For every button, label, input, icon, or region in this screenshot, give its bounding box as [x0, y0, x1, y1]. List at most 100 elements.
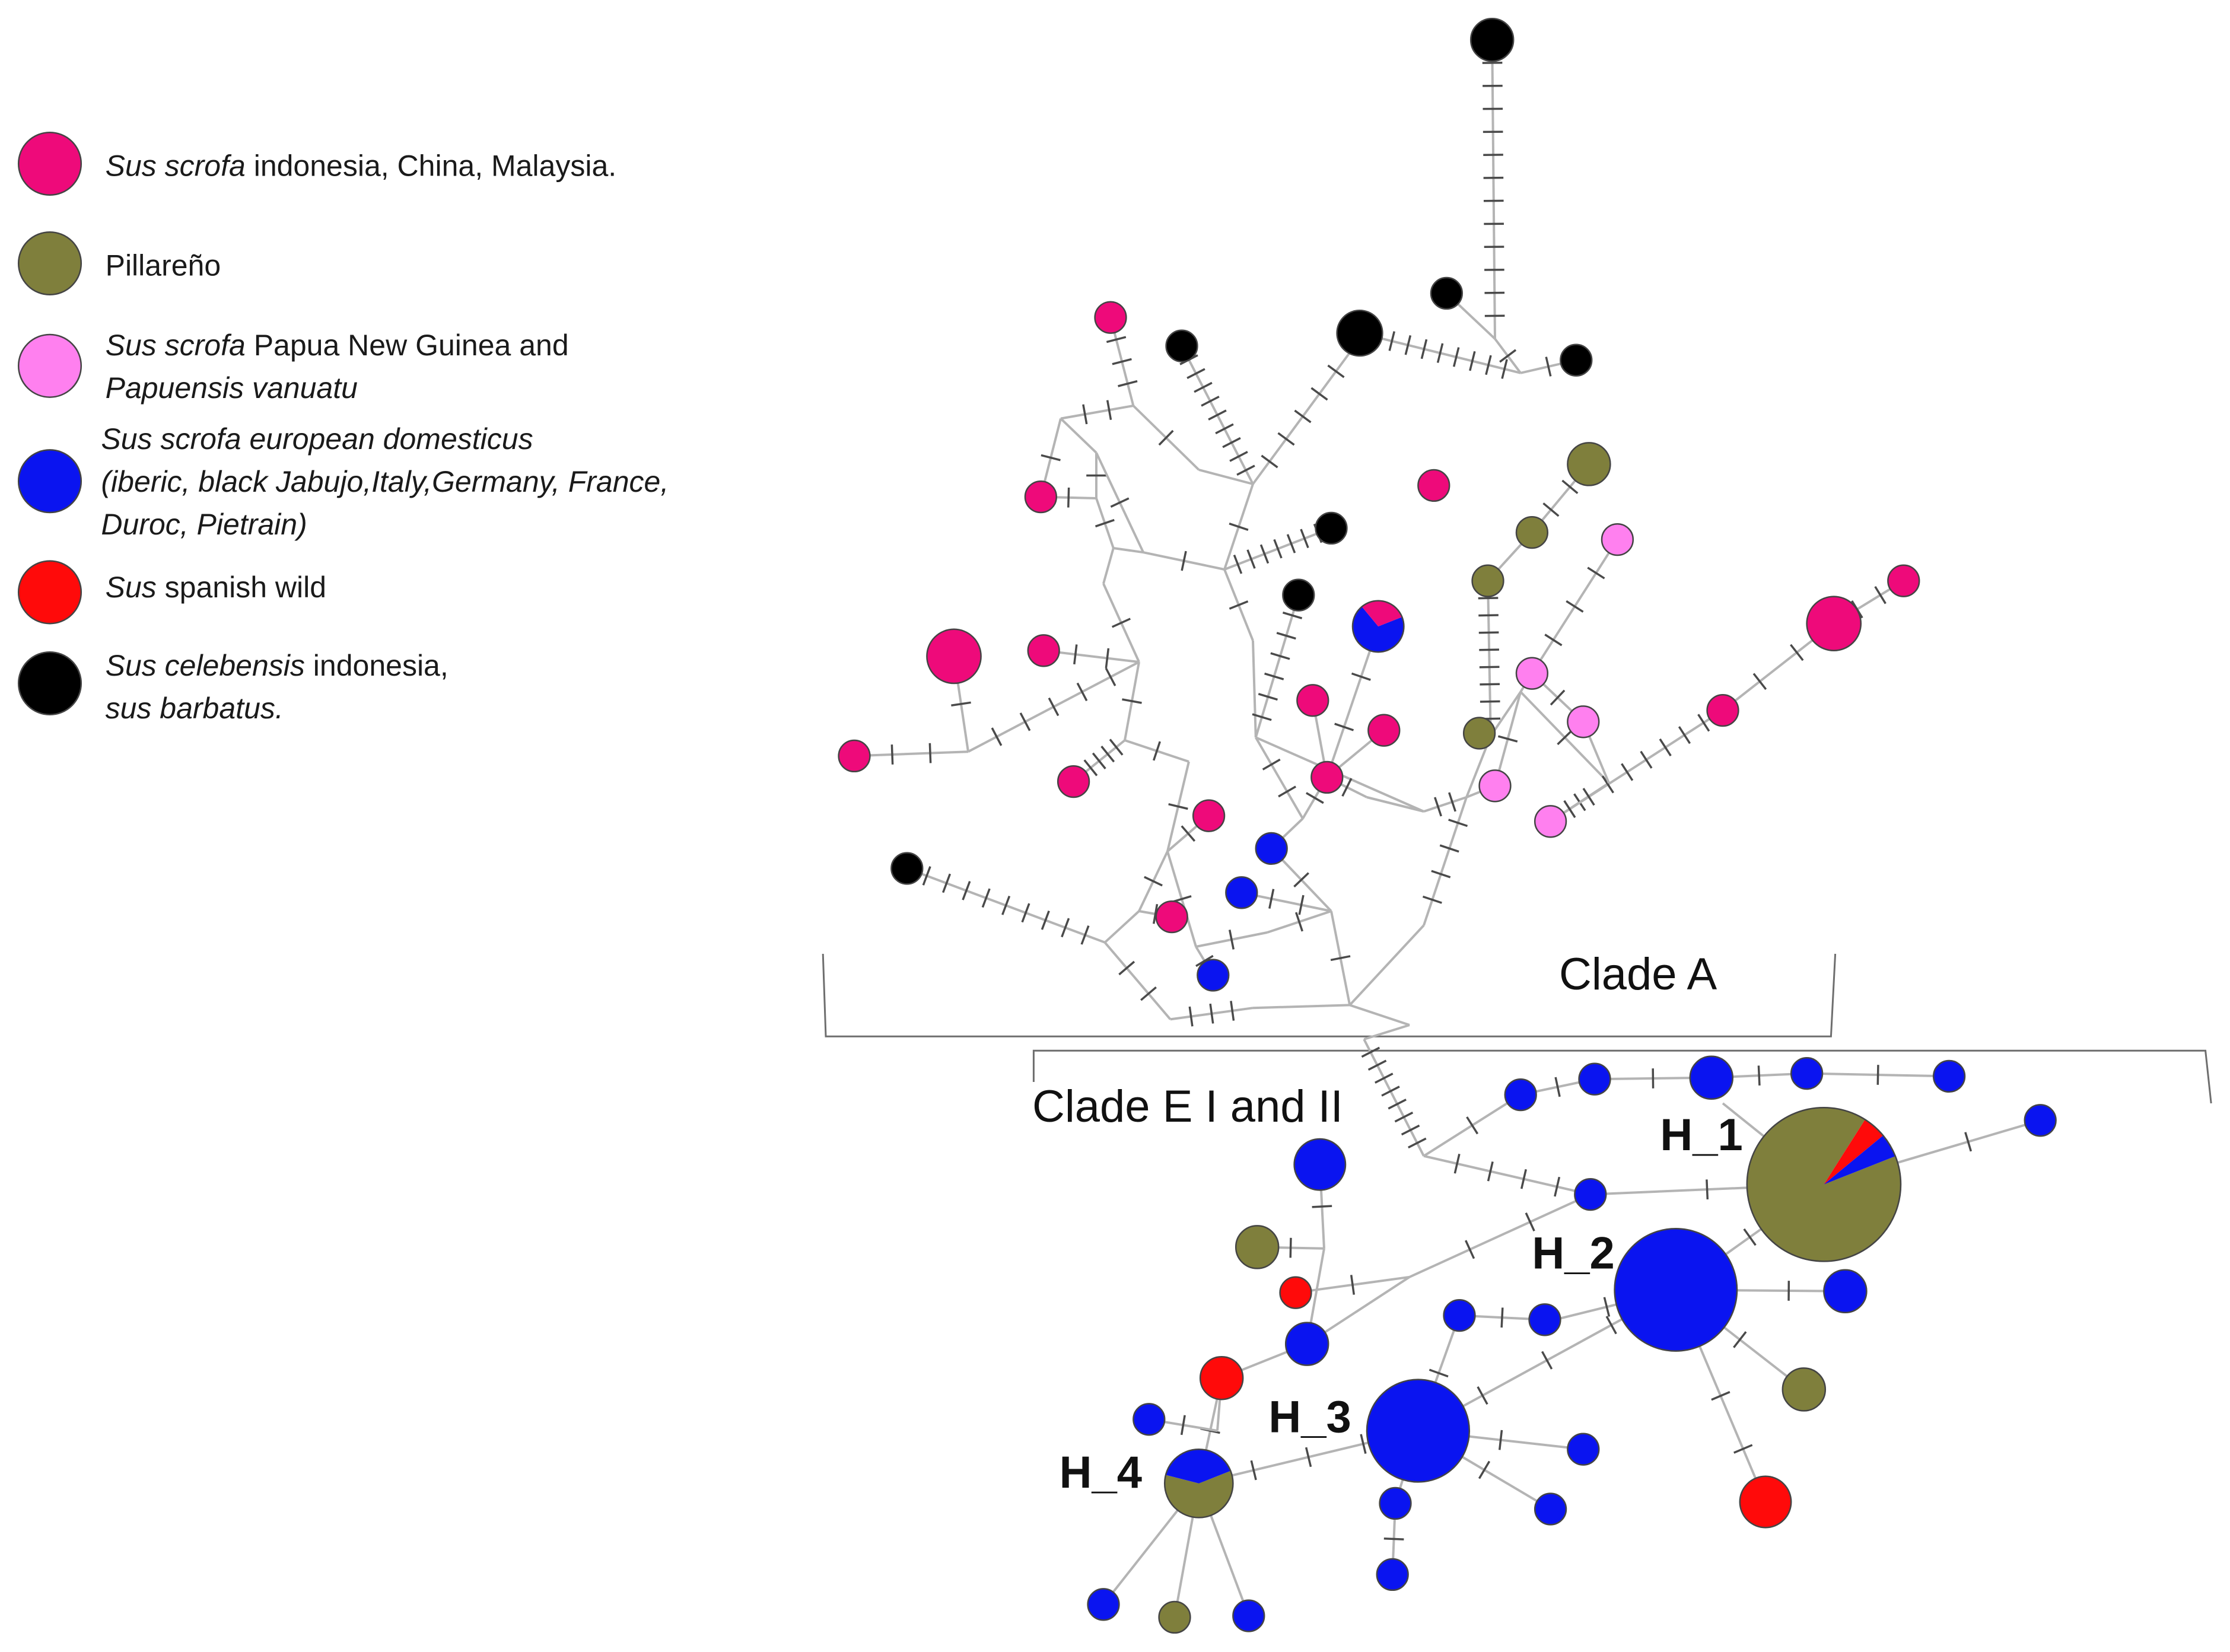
network-edge: [1179, 345, 1255, 485]
haplotype-node-pillareno: [1471, 564, 1504, 597]
mutation-tick: [1083, 759, 1098, 776]
mutation-tick: [1144, 876, 1163, 887]
mutation-tick: [1229, 451, 1248, 462]
mutation-tick: [1181, 825, 1196, 842]
mutation-tick: [1330, 955, 1351, 962]
mutation-tick: [981, 888, 991, 908]
haplotype-node-asian: [1296, 684, 1329, 717]
network-edge: [1060, 400, 1134, 425]
network-edge: [1104, 910, 1140, 944]
mutation-tick: [1964, 1132, 1973, 1152]
haplotype-node-european: [1255, 832, 1288, 865]
mutation-tick: [1122, 698, 1142, 704]
mutation-tick: [1601, 775, 1614, 794]
haplotype-node-european: [1232, 1599, 1265, 1632]
mutation-tick: [1112, 358, 1132, 365]
haplotype-node-asian: [1310, 760, 1344, 794]
mutation-tick: [1452, 347, 1460, 367]
mutation-tick: [951, 701, 971, 707]
mutation-tick: [1312, 1205, 1332, 1208]
haplotype-node-spanish-wild: [1279, 1276, 1312, 1309]
haplotype-node-european: [1379, 1487, 1412, 1520]
mutation-tick: [1757, 1065, 1761, 1086]
mutation-tick: [1188, 1006, 1194, 1027]
mutation-tick: [1554, 1077, 1561, 1097]
mutation-tick: [1420, 339, 1428, 359]
legend-item: Sus scrofa european domesticus(iberic, b…: [17, 422, 669, 541]
mutation-tick: [1394, 1111, 1414, 1123]
legend-item: Pillareño: [17, 231, 221, 296]
legend-item: Sus spanish wild: [17, 560, 326, 625]
mutation-tick: [1334, 722, 1354, 731]
haplotype-label-h1: H_1: [1660, 1110, 1742, 1160]
legend-label: Sus scrofa european domesticus: [101, 422, 533, 456]
mutation-tick: [1118, 960, 1135, 976]
legend-swatch-european: [17, 449, 82, 514]
mutation-tick: [1041, 454, 1061, 461]
mutation-tick: [991, 727, 1003, 746]
legend-label: Duroc, Pietrain): [101, 508, 307, 541]
haplotype-node-pillareno: [1515, 515, 1549, 549]
mutation-tick: [1001, 896, 1011, 915]
network-edge: [1138, 851, 1169, 912]
haplotype-node-asian: [1155, 900, 1188, 934]
haplotype-node-asian: [1417, 469, 1450, 502]
mutation-tick: [1298, 895, 1305, 915]
haplotype-node-european: [1614, 1227, 1738, 1352]
mutation-tick: [1545, 356, 1552, 377]
network-edge: [1252, 640, 1257, 738]
legend-label: Sus scrofa indonesia, China, Malaysia.: [106, 149, 617, 182]
haplotype-node-asian: [926, 628, 982, 685]
mutation-tick: [1582, 788, 1595, 806]
mutation-tick: [1295, 912, 1303, 932]
mutation-tick: [1310, 387, 1328, 401]
mutation-tick: [1140, 986, 1157, 1001]
haplotype-node-celebensis: [1282, 578, 1315, 612]
haplotype-node-european: [1932, 1059, 1966, 1093]
mutation-tick: [1341, 778, 1353, 797]
legend-item: Sus scrofa Papua New Guinea andPapuensis…: [17, 329, 569, 405]
mutation-tick: [1100, 746, 1115, 763]
haplotype-node-european: [1133, 1403, 1166, 1436]
haplotype-label-h2: H_2: [1532, 1228, 1614, 1278]
haplotype-node-papua: [1515, 657, 1549, 690]
network-edge: [1223, 569, 1254, 641]
mutation-tick: [1542, 502, 1560, 517]
mutation-tick: [1106, 400, 1112, 421]
mutation-tick: [1061, 918, 1070, 938]
mutation-tick: [1109, 739, 1124, 756]
mutation-tick: [1181, 550, 1187, 571]
mutation-tick: [1550, 689, 1566, 706]
haplotype-node-m1: [1351, 600, 1405, 653]
mutation-tick: [1499, 349, 1517, 363]
pie-slice-pillareno: [1165, 1470, 1233, 1518]
network-edge: [1143, 550, 1225, 571]
mutation-tick: [1743, 1228, 1757, 1246]
network-edge: [1102, 548, 1115, 584]
mutation-tick: [1790, 644, 1804, 661]
mutation-tick: [1152, 903, 1159, 924]
network-edge: [1086, 453, 1106, 498]
mutation-tick: [1381, 1086, 1400, 1097]
haplotype-node-papua: [1601, 523, 1634, 556]
mutation-tick: [1246, 549, 1256, 569]
haplotype-node-european: [1376, 1558, 1409, 1591]
haplotype-node-asian: [838, 739, 871, 773]
network-edge: [1478, 581, 1501, 736]
legend-label: Sus spanish wild: [106, 571, 326, 604]
mutation-tick: [1194, 381, 1213, 393]
clade-label-a: Clade A: [1559, 949, 1717, 1000]
haplotype-label-h4: H_4: [1060, 1447, 1142, 1498]
mutation-tick: [1587, 566, 1605, 580]
network-edge: [1195, 930, 1268, 950]
haplotype-node-papua: [1534, 805, 1567, 838]
haplotype-node-european: [1534, 1492, 1567, 1526]
mutation-tick: [1067, 487, 1070, 508]
pie-slice-european: [1166, 1449, 1231, 1484]
mutation-tick: [1195, 954, 1214, 967]
mutation-tick: [1092, 752, 1106, 769]
mutation-tick: [1286, 534, 1296, 553]
haplotype-node-h1: [1746, 1106, 1902, 1262]
clade-e-bracket: [1032, 1049, 2212, 1104]
mutation-tick: [1105, 648, 1110, 669]
